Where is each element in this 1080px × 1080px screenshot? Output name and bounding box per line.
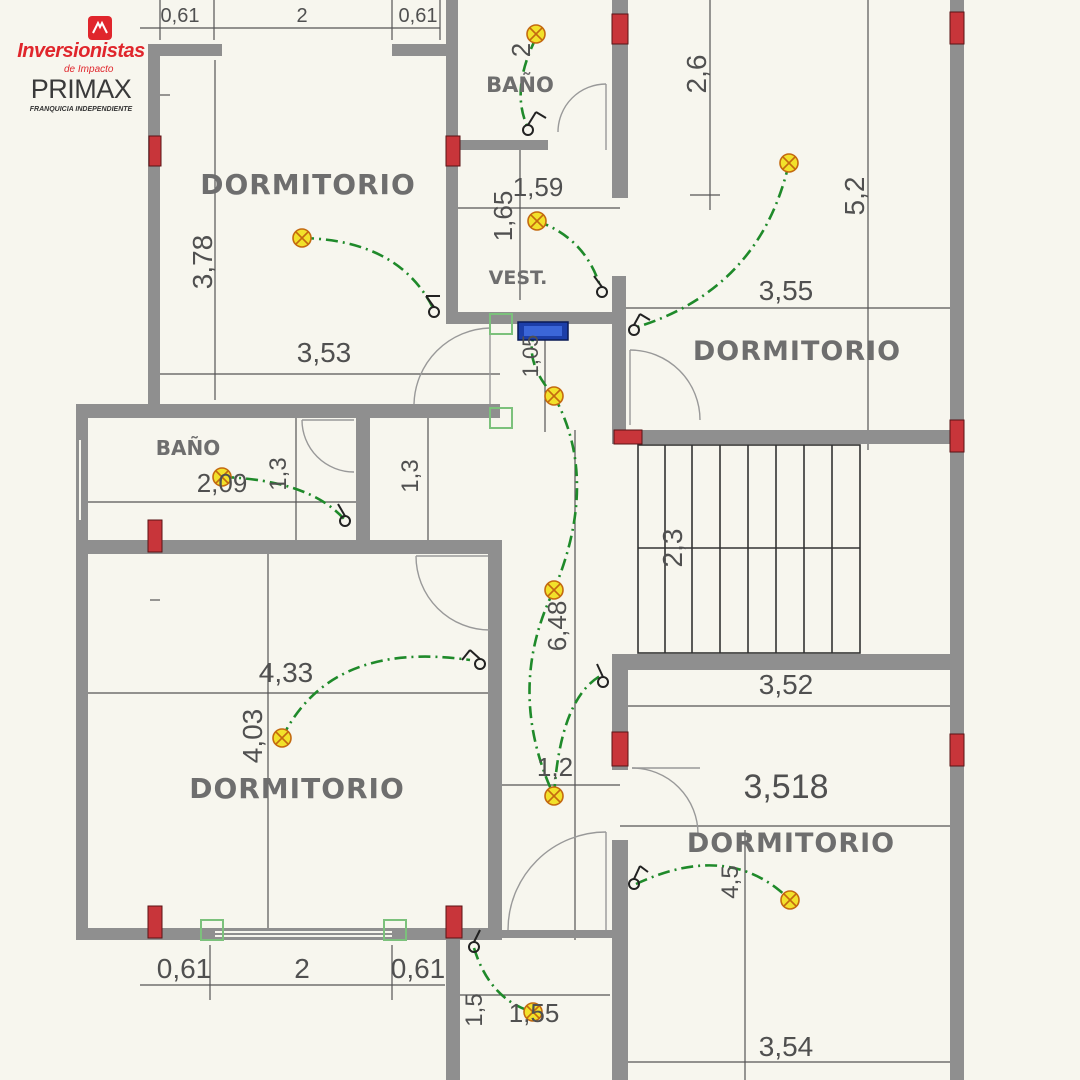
dim-label: 3,78 — [187, 235, 218, 290]
dim-label: 2,6 — [681, 55, 712, 94]
dim-label: 3,52 — [759, 669, 814, 700]
ceiling-lights — [212, 24, 800, 1022]
brand-primax: PRIMAX — [30, 74, 132, 104]
structural-columns — [147, 11, 965, 939]
dim-label: 1,3 — [397, 459, 424, 492]
dim-label: 0,61 — [161, 5, 200, 27]
light-switch-icon — [468, 929, 481, 953]
ceiling-light-icon — [292, 228, 312, 248]
staircase — [637, 444, 861, 654]
ceiling-light-icon — [212, 467, 232, 487]
dim-label: 3,54 — [759, 1031, 814, 1062]
light-switch-icon — [337, 503, 351, 527]
brand-tagline: FRANQUICIA INDEPENDIENTE — [29, 106, 133, 113]
ceiling-light-icon — [527, 211, 547, 231]
room-labels: DORMITORIO BAÑO VEST. DORMITORIO BAÑO DO… — [156, 72, 901, 859]
dim-label: 1,2 — [537, 752, 573, 782]
room-label-dormitorio-bottom-left: DORMITORIO — [189, 772, 405, 805]
dimension-lines — [85, 0, 960, 1080]
light-switch-icon — [593, 275, 608, 298]
brand-subname: de Impacto — [64, 64, 114, 75]
dim-label: 2,3 — [657, 529, 688, 568]
dim-label: 3,53 — [297, 337, 352, 368]
dim-label: 4,33 — [259, 657, 314, 688]
dim-label: 2,09 — [197, 468, 248, 498]
dim-label: 6,48 — [542, 601, 572, 652]
brand-mark-icon — [88, 16, 112, 40]
light-switch-icon — [628, 865, 649, 890]
dim-label: 1,5 — [461, 993, 488, 1026]
brand-logo: Inversionistas de Impacto PRIMAX FRANQUI… — [8, 14, 154, 114]
light-switch-icon — [628, 313, 651, 336]
dim-label: 1,55 — [509, 998, 560, 1028]
room-label-dormitorio-bottom-right: DORMITORIO — [687, 828, 895, 859]
ceiling-light-icon — [780, 890, 800, 910]
ceiling-light-icon — [526, 24, 546, 44]
dim-label: 2 — [294, 953, 310, 984]
doors — [301, 83, 701, 931]
dim-label: 4,03 — [237, 709, 268, 764]
room-label-dormitorio-top-left: DORMITORIO — [200, 168, 416, 201]
room-label-bano-left: BAÑO — [156, 436, 220, 460]
dim-label: 1,3 — [265, 457, 292, 490]
dim-label: 5,2 — [839, 177, 870, 216]
room-label-vestidor: VEST. — [489, 267, 548, 289]
switches — [337, 111, 651, 953]
light-switch-icon — [596, 663, 609, 688]
outlets — [200, 313, 513, 941]
dim-label: 0,61 — [391, 953, 446, 984]
walls — [76, 0, 964, 1080]
windows — [79, 47, 392, 937]
light-switch-icon — [522, 111, 547, 136]
dim-label: 0,61 — [399, 5, 438, 27]
electrical-panel-icon — [517, 321, 569, 341]
room-label-dormitorio-top-right: DORMITORIO — [693, 336, 901, 367]
ceiling-light-icon — [544, 786, 564, 806]
dim-label: 4,5 — [717, 865, 744, 898]
dim-label: 1,05 — [518, 335, 543, 378]
ceiling-light-icon — [779, 153, 799, 173]
light-switch-icon — [425, 295, 440, 318]
dim-label: 2 — [506, 43, 536, 57]
light-switch-icon — [461, 649, 486, 670]
dim-label: 3,55 — [759, 275, 814, 306]
brand-name: Inversionistas — [17, 40, 145, 62]
dim-label: 3,518 — [743, 768, 828, 806]
ceiling-light-icon — [544, 580, 564, 600]
dimension-labels: 0,61 2 0,61 2 2,6 5,2 1,59 1,65 3,78 3,5… — [157, 5, 870, 1062]
dim-label: 1,59 — [513, 172, 564, 202]
ceiling-light-icon — [544, 386, 564, 406]
dim-label: 2 — [296, 5, 307, 27]
dim-label: 0,61 — [157, 953, 212, 984]
room-label-bano-top: BAÑO — [486, 72, 554, 97]
ceiling-light-icon — [272, 728, 292, 748]
ceiling-light-icon — [523, 1002, 543, 1022]
dim-label: 1,65 — [488, 191, 518, 242]
